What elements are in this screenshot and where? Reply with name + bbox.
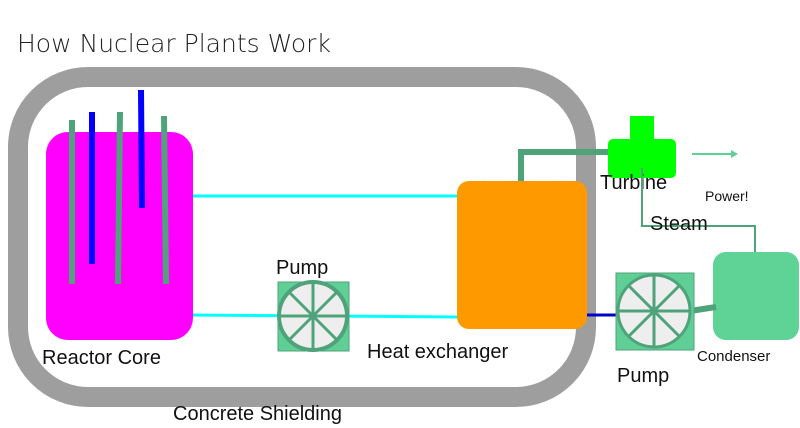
secondary-pump-label: Pump xyxy=(617,365,669,387)
reactor-core-label: Reactor Core xyxy=(42,347,161,369)
pump-impeller-icon xyxy=(279,282,347,350)
turbine-label: Turbine xyxy=(600,172,667,194)
steam-label: Steam xyxy=(650,213,708,235)
control-rod-green xyxy=(115,111,123,285)
control-rod-blue xyxy=(138,89,145,209)
control-rod-green xyxy=(161,115,169,285)
heat-exchanger xyxy=(457,181,587,329)
primary-pump-label: Pump xyxy=(276,257,328,279)
condenser-label: Condenser xyxy=(697,348,770,365)
power-arrow-icon xyxy=(692,150,738,158)
steam-pipe-to-turbine xyxy=(518,149,612,184)
turbine xyxy=(608,116,676,178)
diagram-title: How Nuclear Plants Work xyxy=(17,29,331,58)
secondary-pump xyxy=(615,272,695,351)
primary-pump xyxy=(277,280,350,352)
concrete-shielding-label: Concrete Shielding xyxy=(173,403,342,425)
steam-pipe-to-condenser xyxy=(641,168,756,253)
condenser xyxy=(713,252,799,340)
power-label: Power! xyxy=(705,188,749,204)
heat-exchanger-label: Heat exchanger xyxy=(367,341,509,363)
pump-impeller-icon xyxy=(618,275,690,347)
